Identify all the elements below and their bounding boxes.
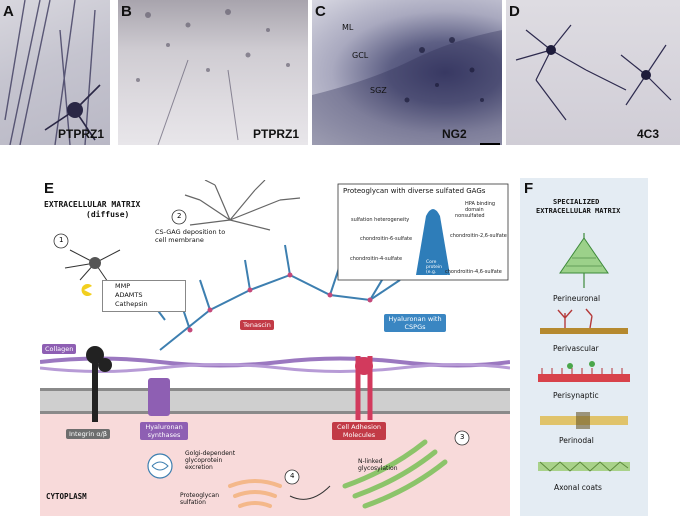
panel-label-a: A [3,3,14,20]
inset-core: Core protein (e.g. aggrecan) [426,260,449,280]
micrograph-panel-a: A PTPRZ1 [0,0,110,145]
panel-label-d: D [509,3,520,20]
panel-f-title-1: SPECIALIZED [553,198,600,206]
panel-e-illustration [40,180,510,509]
inset-title: Proteoglycan with diverse sulfated GAGs [343,187,486,195]
step-4-circle [284,469,300,485]
step-3-label: 3 [460,433,465,441]
enzyme-item-cathepsin: Cathepsin [115,300,148,308]
layer-label-gcl: GCL [352,51,369,60]
panel-label-c: C [315,3,326,20]
er-stack [228,479,282,508]
tissue-texture-c [312,30,502,145]
panel-f-illustration [538,233,630,472]
enzyme-item-mmp: MMP [115,282,131,290]
micrograph-panel-b: B PTPRZ1 [118,0,308,145]
axonal-coats-icon [538,461,630,472]
integrin-shape [92,352,98,422]
ecm-title: EXTRACELLULAR MATRIX [44,200,141,209]
panel-f-title-2: EXTRACELLULAR MATRIX [536,207,621,215]
perivascular-icon [540,308,628,334]
step-3-circle [454,430,470,446]
micrograph-panel-c: C ML GCL SGZ NG2 [312,0,502,145]
cam-tag: Cell Adhesion Molecules [332,422,386,440]
perinodal-icon [540,412,628,429]
layer-label-sgz: SGZ [370,86,387,95]
inset-c46: chondroitin-4,6-sulfate [445,269,502,275]
pg-sulfation-text: Proteoglycan sulfation [180,492,220,506]
enzyme-list: MMP ADAMTS Cathepsin [102,280,186,312]
step-2-label: 2 [177,212,182,220]
marker-label-d: 4C3 [637,127,660,141]
panel-label-e: E [44,180,55,197]
tissue-texture-b [136,9,290,145]
perineuronal-icon [559,233,609,288]
panel-label-b: B [121,3,132,20]
neuron-icon [64,249,121,286]
enzyme-icon [81,284,92,296]
tenascin-tag: Tenascin [240,320,274,330]
scale-bar [480,143,500,145]
cytoplasm-region [40,414,510,516]
step-2-circle [171,209,187,225]
collagen-tag: Collagen [42,344,77,354]
inset-nonsulfated: nonsulfated [455,213,485,219]
f-item-perivascular: Perivascular [553,344,599,353]
golgi-text: Golgi-dependent glycoprotein excretion [185,450,236,471]
marker-label-b: PTPRZ1 [253,127,300,141]
panel-e: E EXTRACELLULAR MATRIX (diffuse) 1 2 3 4… [40,180,510,516]
integrin-tag: Integrin α/β [66,429,110,439]
cytoplasm-label: CYTOPLASM [46,492,87,501]
step-1-circle [53,233,69,249]
f-item-axonal-coats: Axonal coats [554,483,602,492]
n-linked-text: N-linked glycosylation [358,458,398,472]
neuron-stain-d [515,24,672,121]
arrow-step-4 [289,485,331,500]
cell-membrane [40,388,510,414]
layer-label-ml: ML [342,23,354,32]
inset-c4: chondroitin-4-sulfate [350,256,403,262]
perisynaptic-icon [538,361,630,382]
step-4-label: 4 [290,472,295,480]
panel-label-f: F [524,180,534,197]
golgi-stack [342,439,448,509]
synthases-tag: Hyaluronan synthases [140,422,188,440]
core-protein-shape [416,209,450,275]
ecm-subtitle: (diffuse) [86,210,130,219]
micrograph-panel-d: D 4C3 [506,0,680,145]
step-1-label: 1 [59,236,64,244]
inset-c26: chondroitin-2,6-sulfate [450,233,507,239]
hyaluronan-cspg-tag: Hyaluronan with CSPGs [384,314,446,332]
marker-label-a: PTPRZ1 [58,127,105,141]
cs-gag-text: CS-GAG deposition to cell membrane [155,228,226,244]
f-item-perineuronal: Perineuronal [553,294,601,303]
inset-c6: chondroitin-6-sulfate [360,236,413,242]
synthase-shape [148,378,170,416]
f-item-perinodal: Perinodal [559,436,594,445]
astrocyte-drawing [184,180,301,231]
panel-f: F SPECIALIZED EXTRACELLULAR MATRIX [520,178,648,516]
marker-label-c: NG2 [442,127,467,141]
inset-hpb: HPA binding domain [465,201,496,213]
f-item-perisynaptic: Perisynaptic [553,391,599,400]
inset-sulfation: sulfation heterogeneity [351,217,410,223]
vesicle [147,453,173,479]
neuron-fibers-a [4,0,101,145]
enzyme-item-adamts: ADAMTS [115,291,143,299]
